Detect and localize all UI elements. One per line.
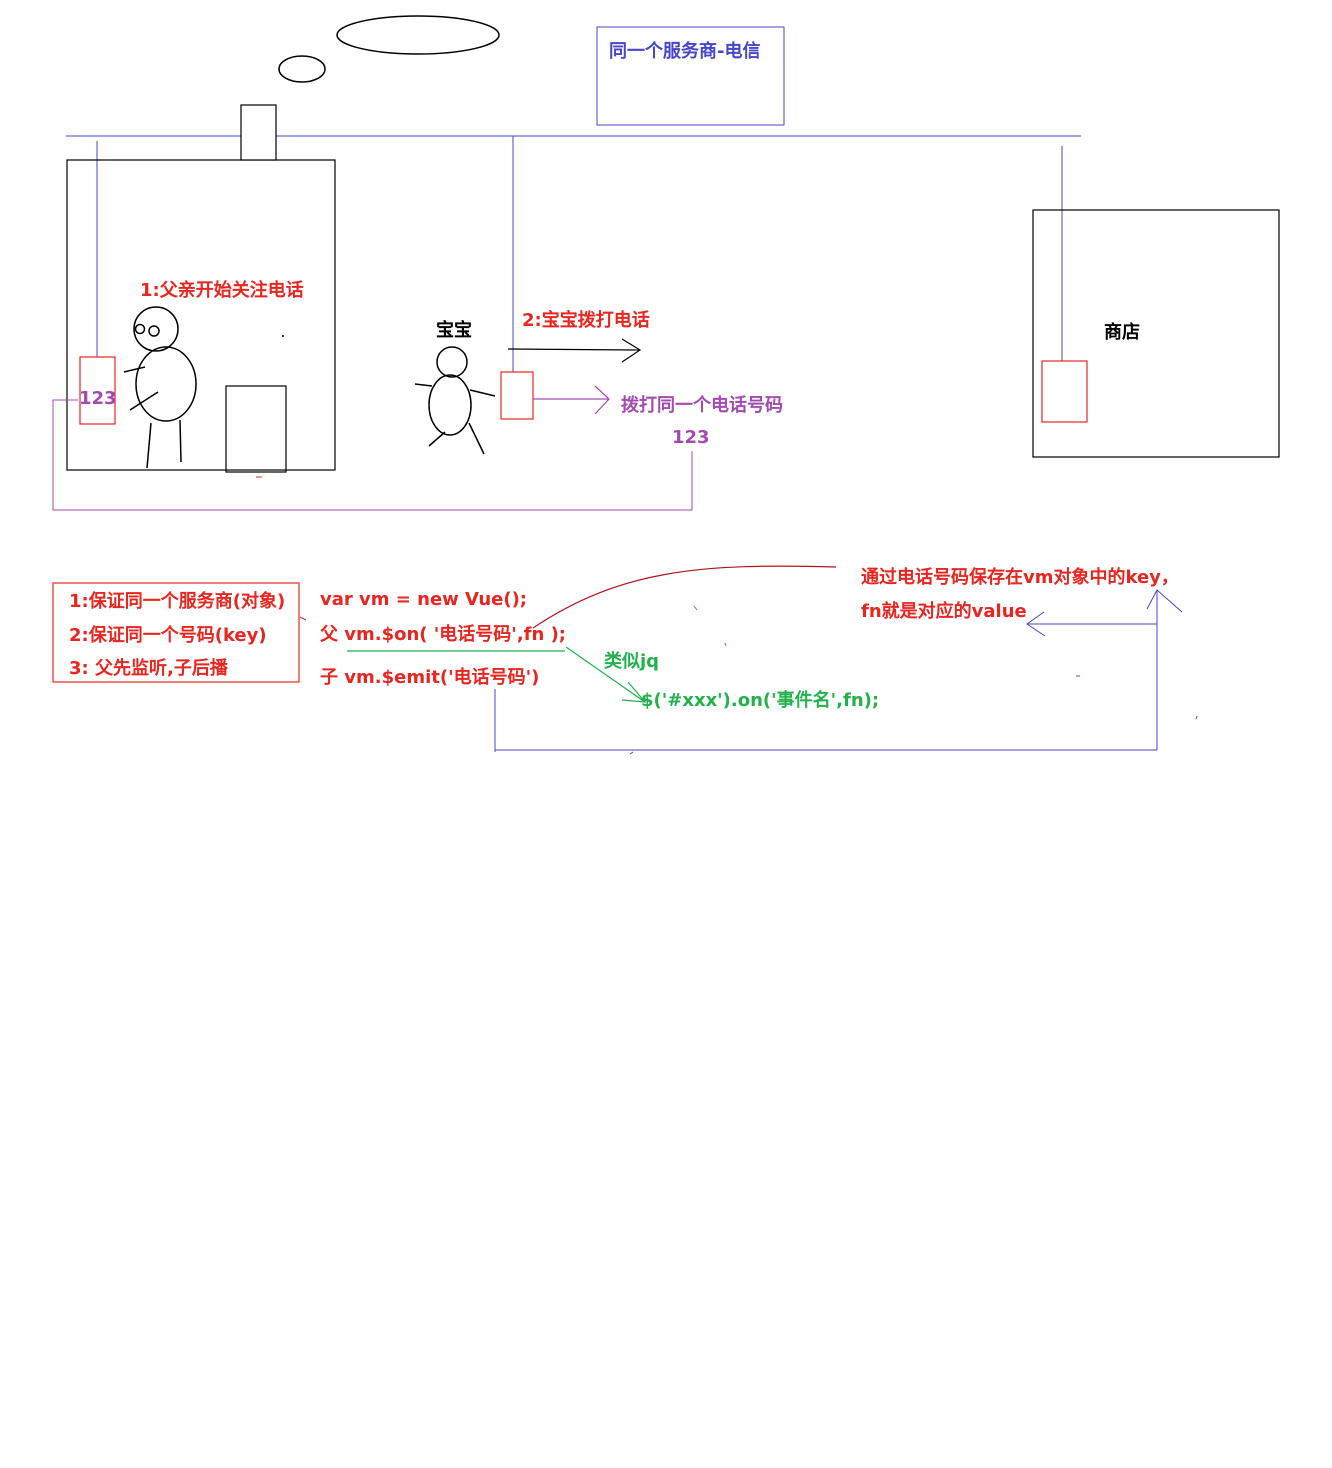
explain-line-1: 通过电话号码保存在vm对象中的key， [861,567,1179,588]
thought-bubble-small [278,55,326,83]
green-arrow [565,646,647,703]
baby-label: 宝宝 [436,320,472,341]
shop-outline [1032,209,1280,458]
provider-label: 同一个服务商-电信 [609,41,761,62]
house-chimney [240,104,277,161]
father-phone [79,356,116,425]
rule-3: 3: 父先监听,子后播 [69,658,228,679]
specks [693,605,1198,720]
baby-figure [414,346,496,455]
shop-label: 商店 [1104,322,1140,343]
house-outline [66,159,336,471]
father-listen-label: 1:父亲开始关注电话 [140,280,304,301]
father-figure [123,306,197,469]
dial-arrow [507,338,642,363]
code-line-1: var vm = new Vue(); [320,589,528,610]
baby-phone [500,371,534,420]
thought-bubble-large [336,15,500,55]
rules-box [52,582,300,683]
jq-code: $('#xxx').on('事件名',fn); [641,690,880,711]
number-left-label: 123 [79,388,117,409]
red-curve [532,565,837,629]
shop-phone [1041,360,1088,423]
jq-title: 类似jq [604,651,660,672]
provider-box [596,26,785,126]
house-door [225,385,287,473]
baby-dial-label: 2:宝宝拨打电话 [522,310,650,331]
same-number-arrow [533,385,610,415]
blue-loop [494,589,1183,755]
code-line-3: 子 vm.$emit('电话号码') [320,667,540,688]
dial-same-number-label: 拨打同一个电话号码 [621,395,783,416]
rule-1: 1:保证同一个服务商(对象) [69,591,286,612]
explain-line-2: fn就是对应的value [861,601,1027,622]
house-dot [282,335,284,337]
rules-tick [299,616,307,621]
number-right-label: 123 [672,427,710,448]
purple-loop [52,399,693,511]
rule-2: 2:保证同一个号码(key) [69,625,267,646]
code-line-2: 父 vm.$on( '电话号码',fn ); [320,624,566,645]
